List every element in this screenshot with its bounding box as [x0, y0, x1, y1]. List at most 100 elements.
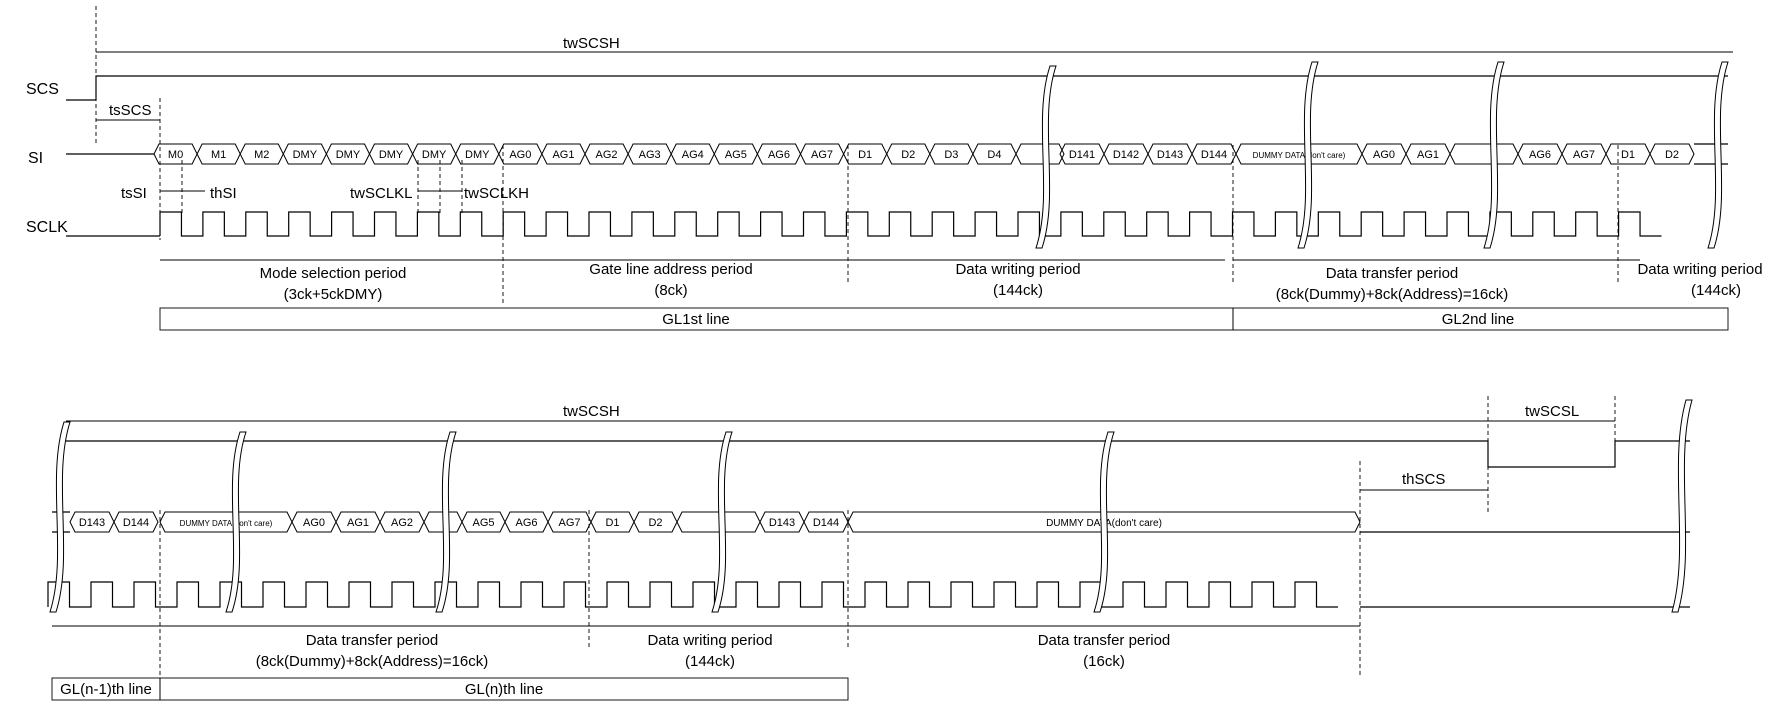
si-top-a-9-text: AG1	[552, 149, 574, 161]
bottom-section: twSCSH twSCSL thSCS D143 D144 DUMMY DATA(d…	[47, 396, 1690, 701]
period-gate-sub: (8ck)	[654, 282, 687, 299]
twsclkh-label: twSCLKH	[464, 185, 529, 202]
twscsh-label-bottom: twSCSH	[563, 403, 620, 420]
period-transfer-name: Data transfer period	[1326, 265, 1459, 282]
tsscs-label: tsSCS	[109, 102, 152, 119]
sclk-pulses-bottom	[47, 581, 1338, 608]
period-data-sub: (144ck)	[993, 282, 1043, 299]
break-mark-bottom-2	[225, 431, 247, 613]
si-top-c-1-text: AG1	[1417, 149, 1439, 161]
si-bot-a-1-cell	[113, 511, 159, 533]
si-waveform-top: M0 M1 M2 DMY DMY DMY DMY DMY AG0 AG1 AG2 AG3 AG4 AG5 A…	[66, 143, 1728, 165]
break-mark-bottom-3	[435, 431, 457, 613]
break-mark-bottom-6	[1671, 399, 1693, 613]
si-top-a-7-text: DMY	[465, 149, 490, 161]
bottom-period-data-sub: (144ck)	[685, 653, 735, 670]
scs-label: SCS	[26, 81, 59, 98]
break-mark-bottom-1	[49, 421, 71, 613]
gl-n-line-label: GL(n)th line	[465, 681, 543, 698]
si-bot-c-1-text: AG6	[515, 517, 537, 529]
gl2nd-line-box	[1232, 307, 1729, 331]
si-top-a-19-text: D4	[987, 149, 1001, 161]
si-top-a-14-text: AG6	[768, 149, 790, 161]
break-mark-top-2	[1297, 61, 1319, 249]
tssi-label: tsSI	[121, 185, 147, 202]
si-top-a-13-text: AG5	[725, 149, 747, 161]
si-top-a-17-text: D2	[901, 149, 915, 161]
sclk-waveform-top	[66, 211, 1662, 237]
si-top-b-1-text: D142	[1113, 149, 1139, 161]
top-section: SCS SI SCLK twSCSH tsSCS M0 M1 M2 DMY DMY DMY…	[26, 6, 1763, 331]
si-top-dummy-text: DUMMY DATA(don't care)	[1253, 151, 1346, 160]
period-gate-name: Gate line address period	[589, 261, 752, 278]
si-top-a-12-text: AG4	[682, 149, 704, 161]
break-mark-top-4	[1707, 61, 1729, 249]
si-top-a-4-text: DMY	[336, 149, 361, 161]
si-bot-d-1-text: D144	[813, 517, 839, 529]
period-mode-sub: (3ck+5ckDMY)	[284, 286, 383, 303]
break-mark-top-1	[1035, 65, 1057, 249]
scs-waveform-top	[66, 75, 1728, 101]
si-bot-c-3-text: D1	[605, 517, 619, 529]
bottom-period-data-name: Data writing period	[647, 632, 772, 649]
twscsl-label: twSCSL	[1525, 403, 1579, 420]
si-bot-b-0-text: AG0	[303, 517, 325, 529]
break-mark-top-3	[1483, 61, 1505, 249]
si-top-gap2-cell	[1449, 143, 1519, 165]
sclk-label: SCLK	[26, 219, 68, 236]
si-top-a-2-text: M2	[254, 149, 269, 161]
si-label: SI	[28, 150, 43, 167]
break-mark-bottom-4	[711, 431, 733, 613]
si-bot-d-0-text: D143	[769, 517, 795, 529]
si-top-d-0-text: AG6	[1529, 149, 1551, 161]
si-top-gap1-cell	[1015, 143, 1065, 165]
si-waveform-bottom: D143 D144 DUMMY DATA(don't care) AG0 AG1 AG2 A…	[52, 511, 1690, 533]
gl-n-1-line-label: GL(n-1)th line	[60, 681, 152, 698]
si-bot-c-0-text: AG5	[472, 517, 494, 529]
si-top-a-0-text: M0	[168, 149, 183, 161]
break-mark-bottom-5	[1093, 431, 1115, 613]
si-bot-b-2-text: AG2	[391, 517, 413, 529]
si-bot-c-4-text: D2	[648, 517, 662, 529]
bottom-period-transfer-name: Data transfer period	[306, 632, 439, 649]
si-bot-c-2-text: AG7	[558, 517, 580, 529]
si-top-d-3-text: D2	[1665, 149, 1679, 161]
period-mode-name: Mode selection period	[260, 265, 407, 282]
si-top-a-1-text: M1	[211, 149, 226, 161]
si-bot-dummy-text: DUMMY DATA(don't care)	[180, 519, 273, 528]
si-top-d-2-text: D1	[1621, 149, 1635, 161]
sclk-waveform-bottom	[47, 581, 1690, 608]
si-top-d-3-cell	[1649, 143, 1695, 165]
twscsh-label-top: twSCSH	[563, 35, 620, 52]
scs-waveform-bottom	[66, 440, 1690, 468]
si-top-a-8-text: AG0	[509, 149, 531, 161]
si-top-d-1-text: AG7	[1573, 149, 1595, 161]
bottom-period-transfer2-name: Data transfer period	[1038, 632, 1171, 649]
thscs-label: thSCS	[1402, 471, 1445, 488]
si-bot-b-1-text: AG1	[347, 517, 369, 529]
si-bot-a-0-text: D143	[79, 517, 105, 529]
si-top-c-0-text: AG0	[1373, 149, 1395, 161]
si-top-b-3-text: D144	[1201, 149, 1227, 161]
si-top-a-10-text: AG2	[596, 149, 618, 161]
si-top-a-18-text: D3	[944, 149, 958, 161]
bottom-period-transfer2-sub: (16ck)	[1083, 653, 1125, 670]
si-top-a-11-text: AG3	[639, 149, 661, 161]
period-data2-name: Data writing period	[1637, 261, 1762, 278]
si-top-a-16-text: D1	[858, 149, 872, 161]
bottom-period-transfer-sub: (8ck(Dummy)+8ck(Address)=16ck)	[256, 653, 489, 670]
si-bot-dummy-long-cell	[847, 511, 1361, 533]
period-data-name: Data writing period	[955, 261, 1080, 278]
break-marks	[49, 61, 1729, 613]
si-top-a-5-text: DMY	[379, 149, 404, 161]
gl-n-line-box	[159, 677, 849, 701]
si-top-a-15-text: AG7	[811, 149, 833, 161]
si-top-b-0-text: D141	[1069, 149, 1095, 161]
si-top-a-6-text: DMY	[422, 149, 447, 161]
gl2nd-line-label: GL2nd line	[1442, 311, 1515, 328]
period-transfer-sub: (8ck(Dummy)+8ck(Address)=16ck)	[1276, 286, 1509, 303]
period-data2-sub: (144ck)	[1691, 282, 1741, 299]
si-top-a-3-text: DMY	[293, 149, 318, 161]
si-top-b-2-text: D143	[1157, 149, 1183, 161]
